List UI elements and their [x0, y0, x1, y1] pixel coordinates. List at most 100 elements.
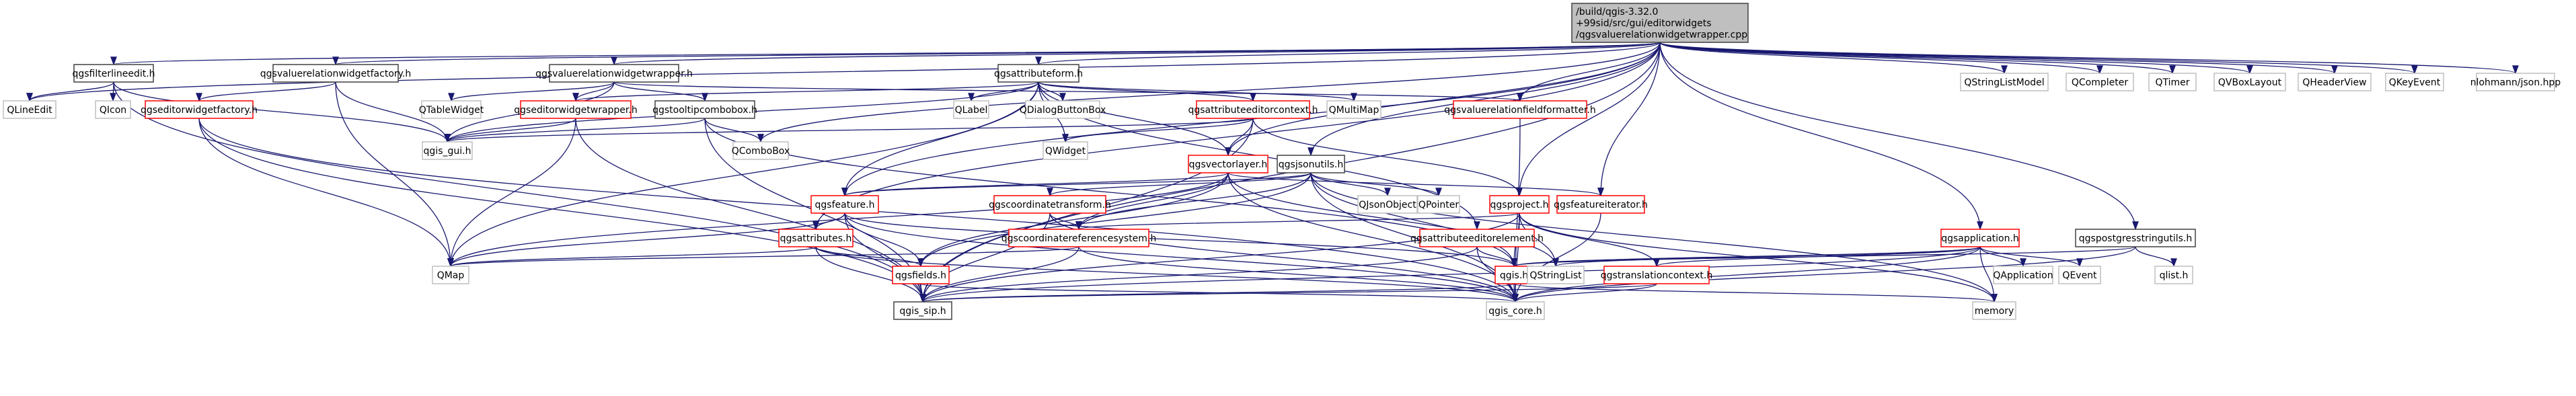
- node-label: qlist.h: [2160, 270, 2189, 281]
- node-qgsvaluerelationwidgetwrapper[interactable]: qgsvaluerelationwidgetwrapper.h: [535, 64, 693, 83]
- node-qgseditorwidgetwrapper[interactable]: qgseditorwidgetwrapper.h: [514, 100, 638, 119]
- node-box[interactable]: [73, 64, 154, 83]
- node-qgsattributeeditorelement[interactable]: qgsattributeeditorelement.h: [1410, 229, 1544, 247]
- arrowhead-qheaderview: [2331, 65, 2338, 75]
- node-qgscoordinatetransform[interactable]: qgscoordinatetransform.h: [989, 195, 1111, 214]
- node-qgsapplication[interactable]: qgsapplication.h: [1940, 229, 2020, 247]
- node-qgsfilterlineedit[interactable]: qgsfilterlineedit.h: [72, 64, 155, 83]
- arrowhead-qgis: [1511, 258, 1517, 268]
- edge-qgscoordinatetransform-to-qgis-sip: [922, 212, 1051, 303]
- node-qgspostgresstringutils[interactable]: qgspostgresstringutils.h: [2075, 229, 2196, 247]
- node-box[interactable]: [1571, 3, 1749, 43]
- edge-qgsattributeeditorelement-to-qgis-sip: [922, 246, 1478, 303]
- arrowhead-qlineedit: [26, 93, 33, 102]
- node-qgsproject[interactable]: qgsproject.h: [1489, 195, 1550, 214]
- edge-qgseditorwidgetwrapper-to-qmap: [450, 118, 576, 267]
- node-box[interactable]: [654, 100, 755, 119]
- arrowhead-nlohmannjson: [2512, 65, 2519, 75]
- node-box[interactable]: [892, 266, 950, 284]
- node-box[interactable]: [520, 100, 632, 119]
- edge-qgsfeature-to-qgsfields: [844, 212, 921, 267]
- node-qgstranslationcontext[interactable]: qgstranslationcontext.h: [1601, 266, 1712, 284]
- arrowhead-qgis-gui: [444, 134, 451, 143]
- node-qgsvectorlayer[interactable]: qgsvectorlayer.h: [1188, 155, 1268, 173]
- node-qvboxlayout: QVBoxLayout: [2213, 73, 2286, 91]
- node-box: [2066, 73, 2134, 91]
- edge-root-to-qgspostgresstringutils: [1659, 42, 2136, 230]
- node-box[interactable]: [1494, 266, 1533, 284]
- node-qcompleter: QCompleter: [2066, 73, 2134, 91]
- arrowhead-qmultimap: [1351, 93, 1357, 102]
- node-box[interactable]: [993, 195, 1106, 214]
- edge-qgsvaluerelationwidgetwrapper-to-qgsvaluerelationfieldformatter: [613, 81, 1521, 102]
- node-qgstooltipcombobox[interactable]: qgstooltipcombobox.h: [652, 100, 757, 119]
- node-label: QMap: [437, 270, 465, 281]
- edge-root-to-qgsproject: [1519, 42, 1661, 196]
- node-box[interactable]: [145, 100, 254, 119]
- node-label: qgsfeatureiterator.h: [1554, 200, 1648, 210]
- node-qgis[interactable]: qgis.h: [1494, 266, 1533, 284]
- edge-qgsattributeform-to-qmultimap: [1038, 81, 1355, 102]
- node-root[interactable]: /build/qgis-3.32.0+99sid/src/gui/editorw…: [1571, 3, 1749, 43]
- edge-qgsvaluerelationwidgetfactory-to-qgseditorwidgetfactory: [198, 81, 336, 102]
- node-qtablewidget: QTableWidget: [419, 100, 484, 119]
- arrowhead-memory: [1991, 294, 1998, 303]
- node-box[interactable]: [810, 195, 879, 214]
- node-qgis-sip[interactable]: qgis_sip.h: [893, 301, 952, 320]
- node-box[interactable]: [1277, 155, 1345, 173]
- node-qgis-gui: qgis_gui.h: [422, 141, 473, 160]
- arrowhead-qgsvaluerelationfieldformatter: [1517, 93, 1523, 102]
- arrowhead-qgsattributeeditorcontext: [1250, 93, 1256, 102]
- node-qlineedit: QLineEdit: [3, 100, 56, 119]
- node-label: QMultiMap: [1329, 105, 1379, 116]
- node-qgsattributeform[interactable]: qgsattributeform.h: [994, 64, 1083, 83]
- node-box: [1960, 73, 2049, 91]
- node-qmap: QMap: [432, 266, 469, 284]
- node-qwidget: QWidget: [1043, 141, 1088, 160]
- edge-qgsjsonutils-to-qgsfeature: [844, 172, 1312, 196]
- node-qgsattributeeditorcontext[interactable]: qgsattributeeditorcontext.h: [1188, 100, 1318, 119]
- node-qgsjsonutils[interactable]: qgsjsonutils.h: [1277, 155, 1345, 173]
- edge-qgscoordinatereferencesystem-to-qgis-sip: [922, 246, 1079, 303]
- node-box[interactable]: [1489, 195, 1550, 214]
- node-box[interactable]: [1940, 229, 2020, 247]
- node-box[interactable]: [1556, 195, 1645, 214]
- arrowhead-qgspostgresstringutils: [2132, 221, 2139, 231]
- node-qgsfeature[interactable]: qgsfeature.h: [810, 195, 879, 214]
- edge-qgstranslationcontext-to-qgis-sip: [922, 283, 1657, 303]
- node-label: qgis.h: [1500, 270, 1528, 281]
- edge-qgsattributeeditorcontext-to-qgsproject: [1252, 118, 1520, 196]
- node-qgsvaluerelationwidgetfactory[interactable]: qgsvaluerelationwidgetfactory.h: [260, 64, 412, 83]
- edge-qgsattributeform-to-qgsattributeeditorcontext: [1038, 81, 1254, 102]
- node-box[interactable]: [2075, 229, 2196, 247]
- node-box[interactable]: [1453, 100, 1587, 119]
- node-box[interactable]: [272, 64, 399, 83]
- node-box[interactable]: [1196, 100, 1310, 119]
- node-box: [2385, 73, 2444, 91]
- node-box[interactable]: [1188, 155, 1268, 173]
- node-box[interactable]: [549, 64, 679, 83]
- edge-qgsfeature-to-qmap: [450, 212, 845, 267]
- node-qgsvaluerelationfieldformatter[interactable]: qgsvaluerelationfieldformatter.h: [1444, 100, 1596, 119]
- node-box[interactable]: [1603, 266, 1710, 284]
- node-label: /build/qgis-3.32.0: [1576, 7, 1658, 17]
- node-label: qgsjsonutils.h: [1279, 159, 1343, 170]
- node-label: qgsfilterlineedit.h: [72, 69, 155, 79]
- node-box[interactable]: [997, 64, 1079, 83]
- node-box[interactable]: [1419, 229, 1535, 247]
- node-qgsfeatureiterator[interactable]: qgsfeatureiterator.h: [1554, 195, 1648, 214]
- node-box[interactable]: [893, 301, 952, 320]
- node-qgsfields[interactable]: qgsfields.h: [892, 266, 950, 284]
- arrowhead-qgsjsonutils: [1308, 147, 1314, 157]
- edge-root-to-nlohmannjson: [1659, 42, 2516, 74]
- edge-qgsproject-to-qgstranslationcontext: [1519, 212, 1657, 267]
- edge-qgsapplication-to-qapplication: [1979, 246, 2024, 267]
- node-box: [2148, 73, 2197, 91]
- node-box[interactable]: [1008, 229, 1149, 247]
- node-box: [1486, 301, 1545, 320]
- node-box[interactable]: [778, 229, 854, 247]
- node-qgsattributes[interactable]: qgsattributes.h: [778, 229, 854, 247]
- node-qgscoordinatereferencesystem[interactable]: qgscoordinatereferencesystem.h: [1001, 229, 1157, 247]
- node-qgseditorwidgetfactory[interactable]: qgseditorwidgetfactory.h: [141, 100, 258, 119]
- arrowhead-qgstranslationcontext: [1653, 258, 1660, 268]
